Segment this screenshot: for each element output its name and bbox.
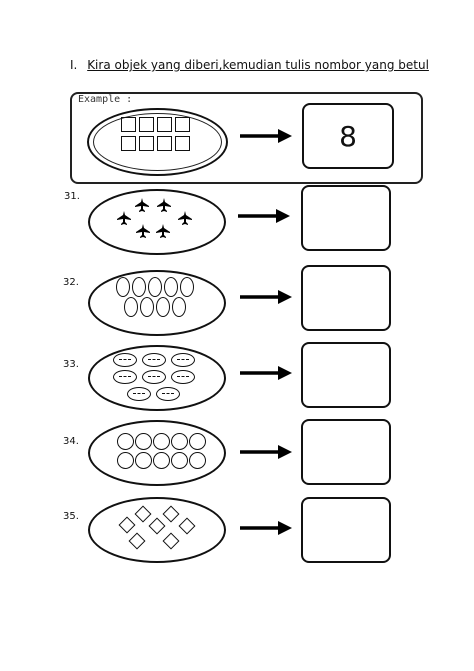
square-icon — [157, 136, 172, 151]
circle-icon — [153, 433, 170, 450]
oval-icon — [180, 277, 194, 297]
square-icon — [139, 136, 154, 151]
oval-icon — [132, 277, 146, 297]
circle-icon — [189, 452, 206, 469]
football-icon — [142, 370, 166, 384]
question-ellipse — [88, 270, 226, 336]
example-label: Example : — [78, 94, 133, 105]
question-ellipse — [88, 497, 226, 563]
question-number: 34. — [63, 436, 79, 447]
oval-icon — [124, 297, 138, 317]
instruction-text: Kira objek yang diberi,kemudian tulis no… — [87, 58, 429, 72]
square-icon — [157, 117, 172, 132]
square-icon — [175, 117, 190, 132]
circle-icon — [135, 452, 152, 469]
circle-icon — [189, 433, 206, 450]
circle-icon — [171, 452, 188, 469]
fighter-jet-icon — [136, 224, 150, 238]
fighter-jet-icon — [178, 211, 192, 225]
question-number: 31. — [64, 191, 80, 202]
example-ellipse — [87, 108, 228, 176]
football-icon — [171, 370, 195, 384]
circle-icon — [153, 452, 170, 469]
football-icon — [127, 387, 151, 401]
question-number: 32. — [63, 277, 79, 288]
arrow-icon — [240, 366, 292, 380]
square-icon — [121, 136, 136, 151]
square-icon — [139, 117, 154, 132]
question-number: 35. — [63, 511, 79, 522]
arrow-icon — [238, 209, 290, 223]
arrow-icon — [240, 129, 292, 143]
fighter-jet-icon — [156, 224, 170, 238]
answer-box[interactable] — [301, 342, 391, 408]
circle-icon — [135, 433, 152, 450]
example-inner-ellipse — [93, 113, 222, 171]
instruction-number: I. — [70, 58, 78, 72]
example-answer-box: 8 — [302, 103, 394, 169]
answer-box[interactable] — [301, 185, 391, 251]
question-ellipse — [88, 420, 226, 486]
circle-icon — [171, 433, 188, 450]
arrow-icon — [240, 521, 292, 535]
fighter-jet-icon — [157, 198, 171, 212]
arrow-icon — [240, 445, 292, 459]
square-icon — [121, 117, 136, 132]
answer-box[interactable] — [301, 265, 391, 331]
square-icon — [175, 136, 190, 151]
football-icon — [156, 387, 180, 401]
question-number: 33. — [63, 359, 79, 370]
football-icon — [113, 370, 137, 384]
oval-icon — [148, 277, 162, 297]
oval-icon — [116, 277, 130, 297]
question-ellipse — [88, 345, 226, 411]
fighter-jet-icon — [117, 211, 131, 225]
circle-icon — [117, 433, 134, 450]
oval-icon — [156, 297, 170, 317]
question-ellipse — [88, 189, 226, 255]
fighter-jet-icon — [135, 198, 149, 212]
oval-icon — [164, 277, 178, 297]
answer-box[interactable] — [301, 419, 391, 485]
oval-icon — [140, 297, 154, 317]
football-icon — [113, 353, 137, 367]
instruction-title: I. Kira objek yang diberi,kemudian tulis… — [70, 58, 429, 72]
football-icon — [142, 353, 166, 367]
circle-icon — [117, 452, 134, 469]
arrow-icon — [240, 290, 292, 304]
football-icon — [171, 353, 195, 367]
example-frame — [70, 92, 423, 184]
answer-box[interactable] — [301, 497, 391, 563]
oval-icon — [172, 297, 186, 317]
